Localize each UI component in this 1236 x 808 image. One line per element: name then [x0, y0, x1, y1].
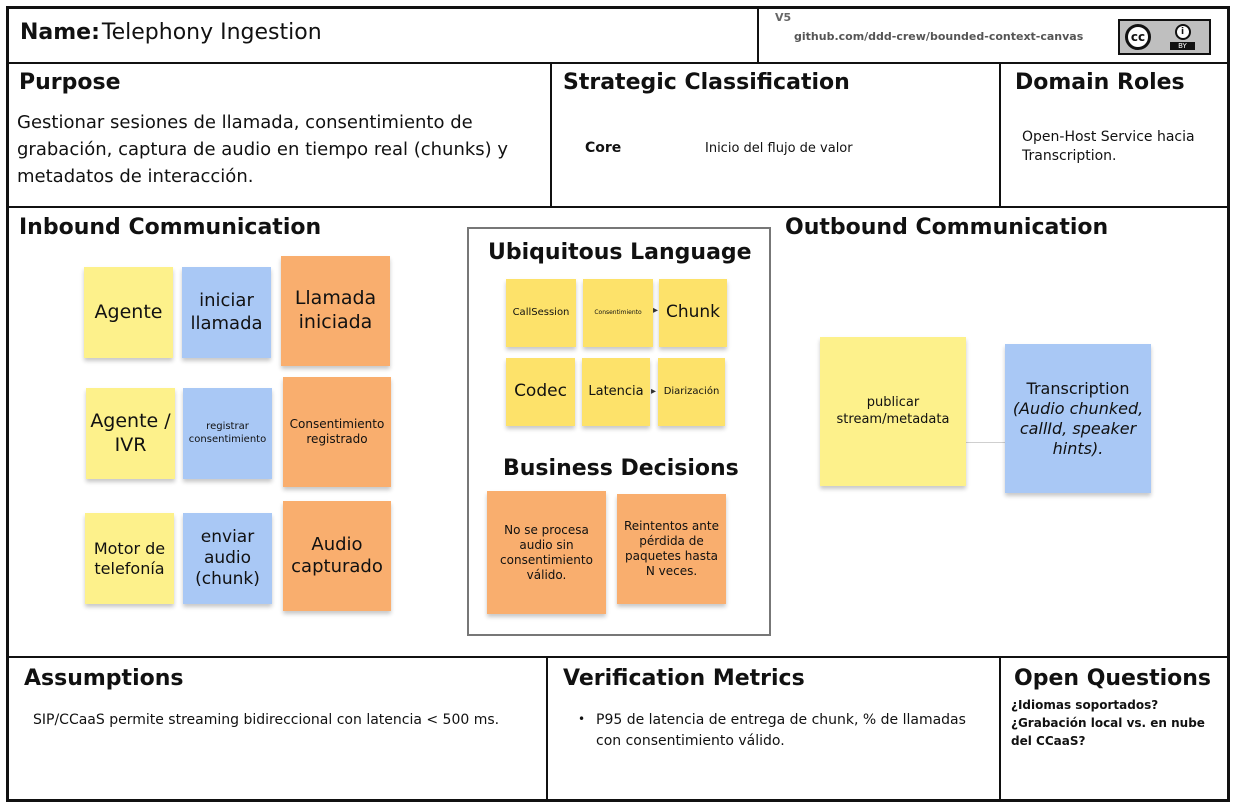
divider-metrics — [999, 656, 1001, 802]
term-note: Diarización — [658, 358, 725, 426]
decision-note: No se procesa audio sin consentimiento v… — [487, 491, 606, 614]
divider-purpose — [550, 62, 552, 208]
name-label: Name: — [20, 20, 100, 45]
strategic-title: Strategic Classification — [563, 70, 850, 95]
term-note: Latencia — [582, 358, 650, 426]
outbound-connector — [966, 442, 1006, 443]
assumptions-title: Assumptions — [24, 666, 184, 691]
term-note: Consentimiento — [583, 279, 653, 347]
consumer-detail: (Audio chunked, callId, speaker hints). — [1012, 398, 1144, 458]
license-badge: cc i BY — [1118, 19, 1211, 55]
outbound-message: publicar stream/metadata — [820, 337, 966, 486]
verification-item: P95 de latencia de entrega de chunk, % d… — [596, 712, 966, 749]
source-link[interactable]: github.com/ddd-crew/bounded-context-canv… — [794, 30, 1084, 43]
inbound-command: iniciar llamada — [182, 267, 271, 358]
inbound-event: Llamada iniciada — [281, 256, 390, 366]
term-link-arrow: ▸ — [653, 305, 659, 316]
open-questions-title: Open Questions — [1014, 666, 1212, 691]
cc-icon: cc — [1120, 21, 1156, 53]
outbound-consumer: Transcription (Audio chunked, callId, sp… — [1005, 344, 1151, 493]
domain-roles-title: Domain Roles — [1015, 70, 1185, 95]
consumer-name: Transcription — [1026, 378, 1130, 398]
bullet-icon: • — [578, 712, 586, 726]
strategic-label: Core — [585, 140, 622, 156]
outbound-title: Outbound Communication — [785, 215, 1109, 240]
business-decisions-title: Business Decisions — [503, 456, 739, 481]
inbound-event: Audio capturado — [283, 501, 391, 611]
open-question: ¿Idiomas soportados? — [1011, 698, 1159, 712]
inbound-actor: Agente / IVR — [86, 388, 175, 479]
term-note: CallSession — [506, 279, 576, 347]
strategic-value: Inicio del flujo de valor — [705, 141, 853, 156]
divider-top — [8, 206, 1228, 208]
divider-header-version — [757, 8, 759, 64]
term-note: Chunk — [659, 279, 727, 347]
purpose-title: Purpose — [19, 70, 121, 95]
divider-assumptions — [546, 656, 548, 802]
purpose-text: Gestionar sesiones de llamada, consentim… — [17, 112, 509, 187]
inbound-actor: Motor de telefonía — [85, 513, 174, 604]
by-icon: i BY — [1156, 21, 1209, 53]
verification-title: Verification Metrics — [563, 666, 805, 691]
divider-bottom — [8, 656, 1228, 658]
open-question: ¿Grabación local vs. en nube del CCaaS? — [1011, 716, 1205, 748]
inbound-command: registrar consentimiento — [183, 388, 272, 479]
term-note: Codec — [506, 358, 575, 426]
divider-header — [8, 62, 1228, 64]
name-field: Name: Telephony Ingestion — [20, 20, 322, 54]
inbound-actor: Agente — [84, 267, 173, 358]
divider-strategic — [999, 62, 1001, 208]
decision-note: Reintentos ante pérdida de paquetes hast… — [617, 494, 726, 604]
canvas-frame — [6, 6, 1230, 802]
assumptions-text: SIP/CCaaS permite streaming bidirecciona… — [33, 712, 500, 728]
open-questions-list: ¿Idiomas soportados? ¿Grabación local vs… — [1011, 696, 1216, 750]
ubiquitous-title: Ubiquitous Language — [488, 240, 752, 265]
domain-roles-text: Open-Host Service hacia Transcription. — [1022, 129, 1195, 164]
context-name: Telephony Ingestion — [101, 20, 322, 45]
inbound-event: Consentimiento registrado — [283, 377, 391, 487]
inbound-command: enviar audio (chunk) — [183, 513, 272, 604]
term-link-arrow: ▸ — [651, 386, 657, 397]
version-label: V5 — [775, 11, 792, 24]
inbound-title: Inbound Communication — [19, 215, 322, 240]
